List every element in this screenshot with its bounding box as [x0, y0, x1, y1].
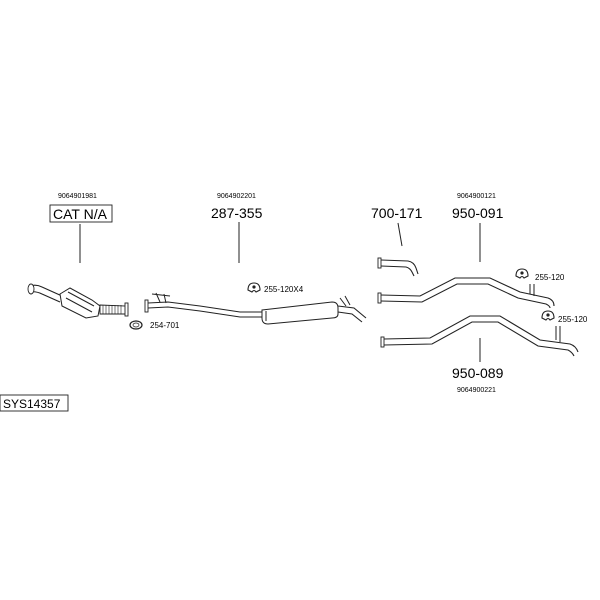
- tail-short-flange: [377, 257, 382, 269]
- cat-oe-number: 9064901981: [58, 193, 97, 200]
- mount-lower-group[interactable]: 255-120: [541, 310, 588, 324]
- mount-upper-group[interactable]: 255-120: [515, 268, 565, 282]
- middle-outlet-pipe[interactable]: [337, 305, 367, 323]
- tail-upper-pipe[interactable]: [380, 277, 555, 309]
- middle-hanger-bracket: [151, 292, 171, 304]
- tail-short-part-number[interactable]: 700-171: [371, 205, 423, 221]
- catalyst-group[interactable]: 9064901981 CAT N/A: [27, 193, 129, 319]
- cat-inlet-pipe[interactable]: [29, 284, 63, 303]
- mount-lower-label: 255-120: [558, 315, 588, 324]
- tail-lower-part-number[interactable]: 950-089: [452, 365, 504, 381]
- catalyst-body[interactable]: [59, 287, 101, 319]
- gasket-ring-inner: [132, 322, 140, 328]
- gasket-label: 254-701: [150, 321, 180, 330]
- mount-middle-group[interactable]: 255-120X4: [247, 282, 304, 294]
- tail-lower-pipe[interactable]: [383, 315, 579, 357]
- middle-outlet-bracket: [339, 295, 351, 307]
- tail-short-pipe[interactable]: [380, 259, 419, 277]
- middle-part-number[interactable]: 287-355: [211, 205, 263, 221]
- tail-short-leader-line: [397, 222, 403, 247]
- tail-lower-group[interactable]: 950-089 9064900221: [380, 315, 579, 394]
- tail-lower-flange: [380, 336, 385, 348]
- mount-upper-label: 255-120: [535, 273, 565, 282]
- tail-lower-hanger: [555, 326, 561, 342]
- middle-inlet-flange: [144, 299, 149, 313]
- system-code-frame: [0, 394, 69, 412]
- tail-upper-part-number[interactable]: 950-091: [452, 205, 504, 221]
- tail-lower-oe-number: 9064900221: [457, 387, 496, 394]
- rubber-mount-upper-hole: [520, 271, 524, 275]
- cat-flex-section[interactable]: [99, 304, 127, 315]
- system-code-box: SYS14357: [0, 394, 69, 412]
- cat-flex-ribs: [102, 305, 122, 314]
- tail-short-group[interactable]: 700-171: [371, 205, 423, 277]
- rubber-mount-lower-hole: [546, 313, 550, 317]
- middle-inlet-pipe[interactable]: [147, 301, 262, 318]
- middle-silencer-body[interactable]: [261, 301, 339, 325]
- system-code-label: SYS14357: [3, 397, 61, 411]
- middle-silencer-group[interactable]: 9064902201 287-355: [144, 193, 367, 325]
- mount-middle-label: 255-120X4: [264, 285, 304, 294]
- cat-label-box: [49, 204, 113, 223]
- cat-outlet-flange: [124, 302, 129, 317]
- rubber-mount-hole: [252, 285, 256, 289]
- tail-upper-hanger: [529, 284, 535, 296]
- tail-upper-group[interactable]: 9064900121 950-091: [377, 193, 555, 309]
- tail-upper-oe-number: 9064900121: [457, 193, 496, 200]
- cat-heatshield-line: [65, 291, 95, 313]
- gasket-group[interactable]: 254-701: [129, 320, 180, 330]
- middle-oe-number: 9064902201: [217, 193, 256, 200]
- cat-inlet-flange: [27, 283, 35, 295]
- tail-upper-flange: [377, 292, 382, 304]
- cat-part-number[interactable]: CAT N/A: [53, 206, 108, 222]
